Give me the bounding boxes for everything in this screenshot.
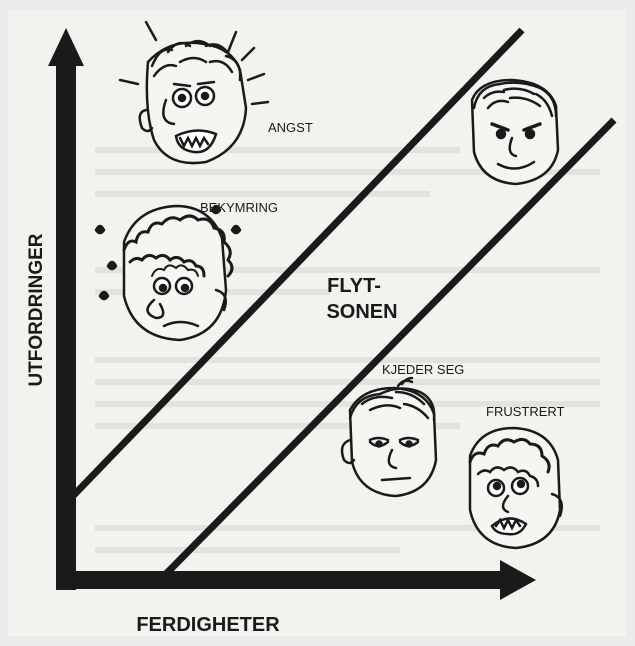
worried-face-icon bbox=[94, 204, 242, 342]
flow-zone-label-line2: SONEN bbox=[326, 301, 397, 323]
anxiety-label: ANGST bbox=[268, 120, 313, 135]
worry-label: BEKYMRING bbox=[200, 200, 278, 215]
y-axis-label: UTFORDRINGER bbox=[26, 233, 47, 386]
flow-channel-upper-line bbox=[69, 27, 525, 500]
frustrated-face-icon bbox=[468, 426, 563, 550]
bored-face-icon bbox=[340, 376, 438, 498]
x-axis-arrow-icon bbox=[500, 560, 536, 600]
flow-channel-lower-line bbox=[154, 117, 617, 586]
y-axis bbox=[56, 58, 76, 590]
anxious-face-icon bbox=[118, 20, 270, 165]
x-axis-label: FERDIGHETER bbox=[136, 614, 280, 636]
flow-zone-label-line1: FLYT- bbox=[327, 275, 381, 297]
boredom-label: KJEDER SEG bbox=[382, 362, 464, 377]
confident-face-icon bbox=[470, 78, 560, 186]
frustration-label: FRUSTRERT bbox=[486, 404, 565, 419]
y-axis-arrow-icon bbox=[48, 28, 84, 66]
axes bbox=[48, 28, 536, 600]
x-axis bbox=[56, 571, 506, 589]
